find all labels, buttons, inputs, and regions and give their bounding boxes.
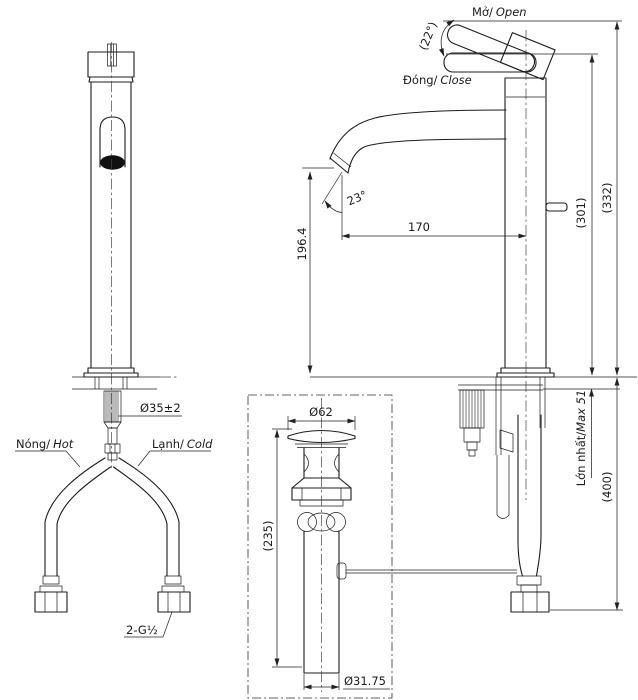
- handle-open-position: [446, 24, 556, 81]
- open-label: Mở/Open: [472, 5, 527, 19]
- reach-value: 170: [408, 220, 430, 234]
- drain-cap-dimension: Ø62: [287, 405, 356, 430]
- below-deck-value: (400): [600, 472, 614, 503]
- open-angle-arc: [438, 19, 455, 57]
- height-open-dimension: (332): [600, 21, 620, 376]
- below-deck-dimension: (400): [550, 377, 623, 611]
- close-label: Đóng/Close: [403, 73, 472, 87]
- pop-up-rod-horizontal: [346, 569, 517, 574]
- mounting-bracket-side: [458, 384, 543, 391]
- open-angle-label: (22°): [416, 20, 440, 52]
- mounting-bolts-front: [94, 377, 128, 389]
- hot-hose-nut: [34, 575, 68, 613]
- height-closed-value: (301): [574, 198, 588, 229]
- hot-label: Nóng/Hot: [16, 437, 74, 451]
- base-ring-front: [87, 367, 135, 374]
- outlet-height-value: 196.4: [295, 228, 309, 261]
- reach-dimension: 170: [341, 220, 527, 239]
- cold-hose-nut: [157, 575, 191, 613]
- cold-label-group: Lạnh/Cold: [137, 437, 213, 467]
- thread-label: 2-G½: [126, 623, 158, 637]
- handle-closed-position: [443, 52, 537, 73]
- faucet-body-side: [504, 77, 547, 369]
- drain-assembly: [247, 394, 393, 699]
- side-view: [310, 24, 637, 613]
- pop-up-rod-peg: [545, 202, 568, 212]
- max-counter-dimension: Lớn nhất/Max 51: [543, 388, 620, 486]
- spout-side: [329, 109, 507, 174]
- annotations: Mở/Open Đóng/Close (22°) 23° 170 196.4 (…: [15, 5, 623, 690]
- drain-pipe-value: Ø31.75: [344, 674, 386, 688]
- deck-plate-front: [83, 372, 139, 378]
- hot-label-group: Nóng/Hot: [15, 437, 81, 468]
- faucet-body-front: [90, 81, 132, 369]
- hole-value: Ø35±2: [140, 401, 181, 415]
- height-open-value: (332): [600, 183, 614, 214]
- spout-outlet-front: [99, 116, 126, 170]
- cold-label: Lạnh/Cold: [152, 437, 213, 451]
- drain-cap-value: Ø62: [309, 405, 333, 419]
- base-ring-side: [500, 367, 551, 374]
- drain-body: [303, 447, 340, 479]
- height-closed-dimension: (301): [446, 53, 598, 376]
- cap-base-band: [88, 76, 134, 83]
- drain-length-dimension: (235): [261, 428, 302, 668]
- max-counter-label: Lớn nhất/Max 51: [574, 390, 588, 486]
- deck-plate-side: [496, 372, 555, 378]
- stream-angle: 23°: [321, 171, 369, 240]
- shank-tubes-side: [495, 377, 546, 455]
- drain-pipe-dimension: Ø31.75: [303, 674, 390, 690]
- pop-up-linkage-housing: [496, 429, 514, 519]
- outlet-height-dimension: 196.4: [295, 167, 334, 374]
- thread-label-group: 2-G½: [124, 611, 173, 638]
- mounting-stud: [459, 389, 485, 457]
- stream-angle-label: 23°: [345, 188, 369, 209]
- handle-lever-front: [107, 43, 117, 67]
- flexible-hose-side: [510, 414, 550, 613]
- threaded-shank-front: [103, 390, 122, 461]
- drain-detail-box: [247, 394, 393, 699]
- supply-hoses-front: [44, 457, 180, 577]
- hole-dimension: Ø35±2: [118, 401, 182, 417]
- drain-tail-pipe: [303, 530, 347, 674]
- front-view: [34, 42, 191, 613]
- drain-length-value: (235): [261, 521, 275, 552]
